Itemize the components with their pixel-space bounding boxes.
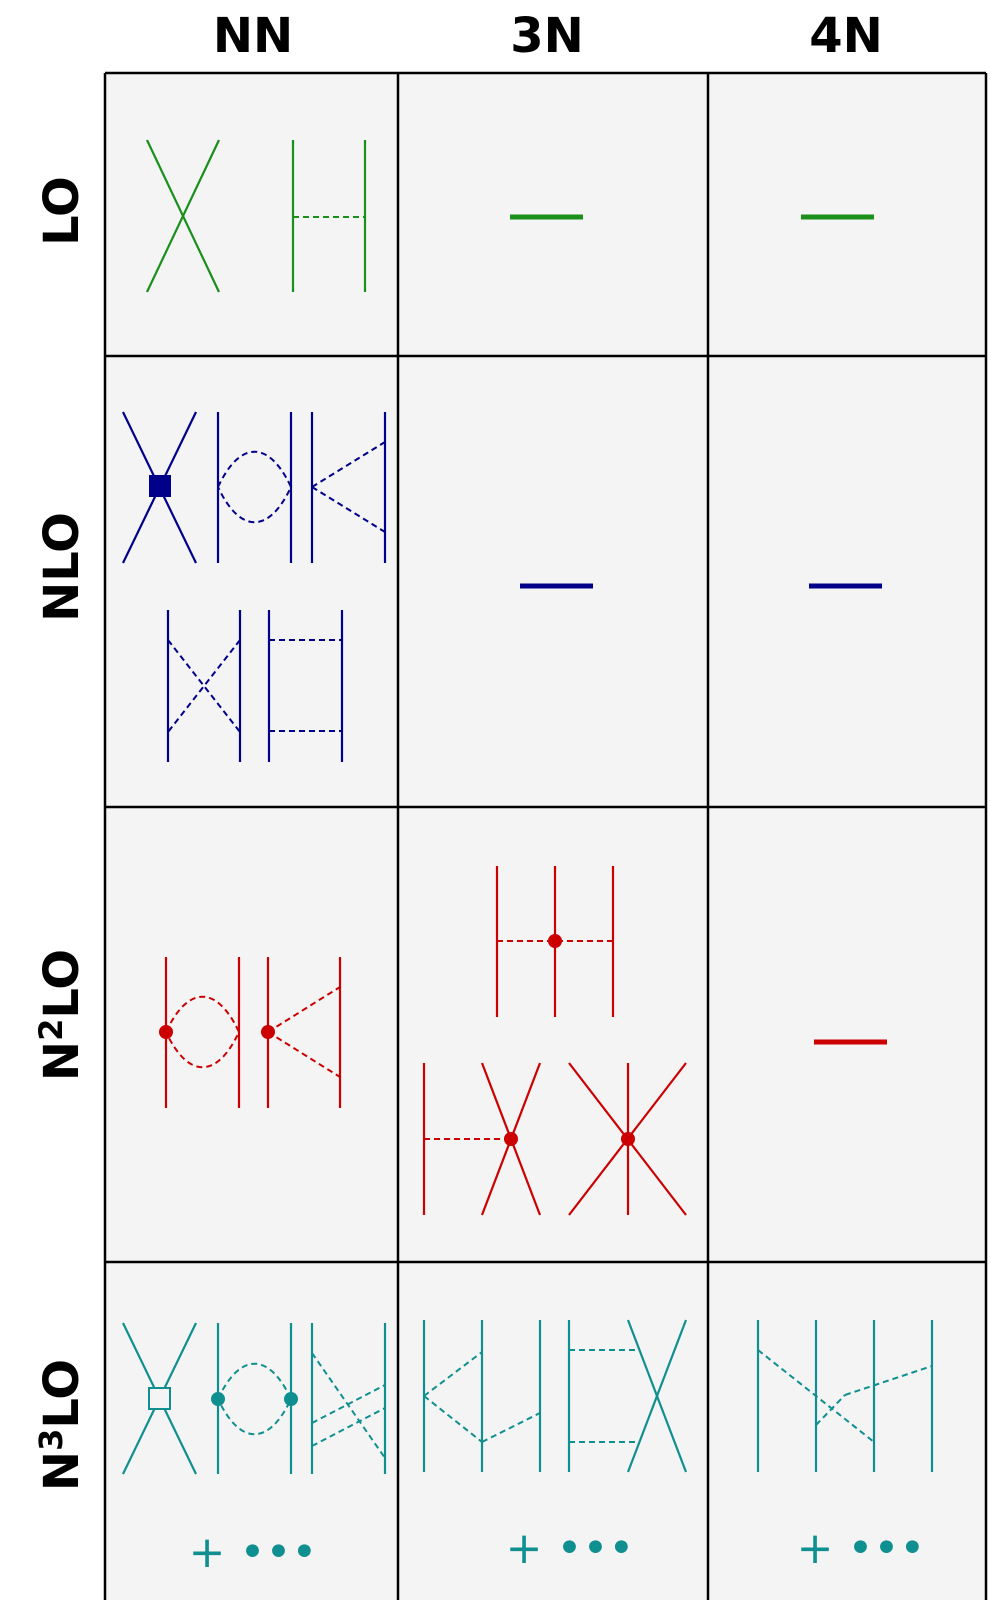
n2lo-3n-one-pion-contact-diagram: [422, 1062, 542, 1216]
n2lo-nn-triangle-diagram: [261, 957, 342, 1108]
nlo-nn-loop-diagram: [216, 412, 293, 563]
row-header-n3lo-sup: 3: [32, 1429, 70, 1451]
table-grid: [103, 71, 988, 1600]
row-header-n3lo-post: LO: [34, 1359, 90, 1429]
n2lo-3n-two-pion-exchange-diagram: [495, 866, 615, 1017]
nlo-nn-contact-diagram: [122, 411, 197, 564]
n3lo-nn-contact-diagram: [122, 1322, 197, 1475]
n3lo-nn-more-terms: + •••: [189, 1527, 318, 1578]
nlo-nn-crossed-box-diagram: [166, 610, 242, 762]
row-header-n2lo: N2LO: [32, 949, 90, 1081]
row-header-nlo: NLO: [34, 512, 90, 622]
n3lo-3n-ring-diagram: [422, 1320, 542, 1472]
nlo-nn-box-diagram: [267, 610, 344, 762]
column-header-4n: 4N: [809, 8, 883, 64]
row-header-n2lo-post: LO: [34, 949, 90, 1019]
n3lo-3n-contact-box-diagram: [567, 1319, 688, 1473]
column-header-3n: 3N: [510, 8, 584, 64]
column-header-nn: NN: [213, 8, 293, 64]
n3lo-nn-loop-diagram: [211, 1323, 298, 1474]
n2lo-3n-contact-diagram: [568, 1062, 687, 1216]
nlo-nn-triangle-diagram: [310, 412, 387, 563]
row-header-n3lo: N3LO: [32, 1359, 90, 1491]
n3lo-4n-more-terms: + •••: [797, 1523, 926, 1574]
n3lo-3n-more-terms: + •••: [506, 1523, 635, 1574]
n3lo-4n-diagram: [756, 1320, 934, 1472]
row-header-n2lo-sup: 2: [32, 1019, 70, 1041]
lo-nn-contact-diagram: [146, 139, 220, 293]
table-background: [105, 73, 986, 1600]
row-header-n2lo-pre: N: [34, 1041, 90, 1081]
n3lo-nn-crossed-diagram: [310, 1323, 387, 1474]
row-header-n3lo-pre: N: [34, 1451, 90, 1491]
lo-nn-one-pion-exchange-diagram: [291, 140, 367, 292]
n2lo-nn-loop-diagram: [159, 957, 241, 1108]
row-header-lo: LO: [34, 176, 90, 246]
